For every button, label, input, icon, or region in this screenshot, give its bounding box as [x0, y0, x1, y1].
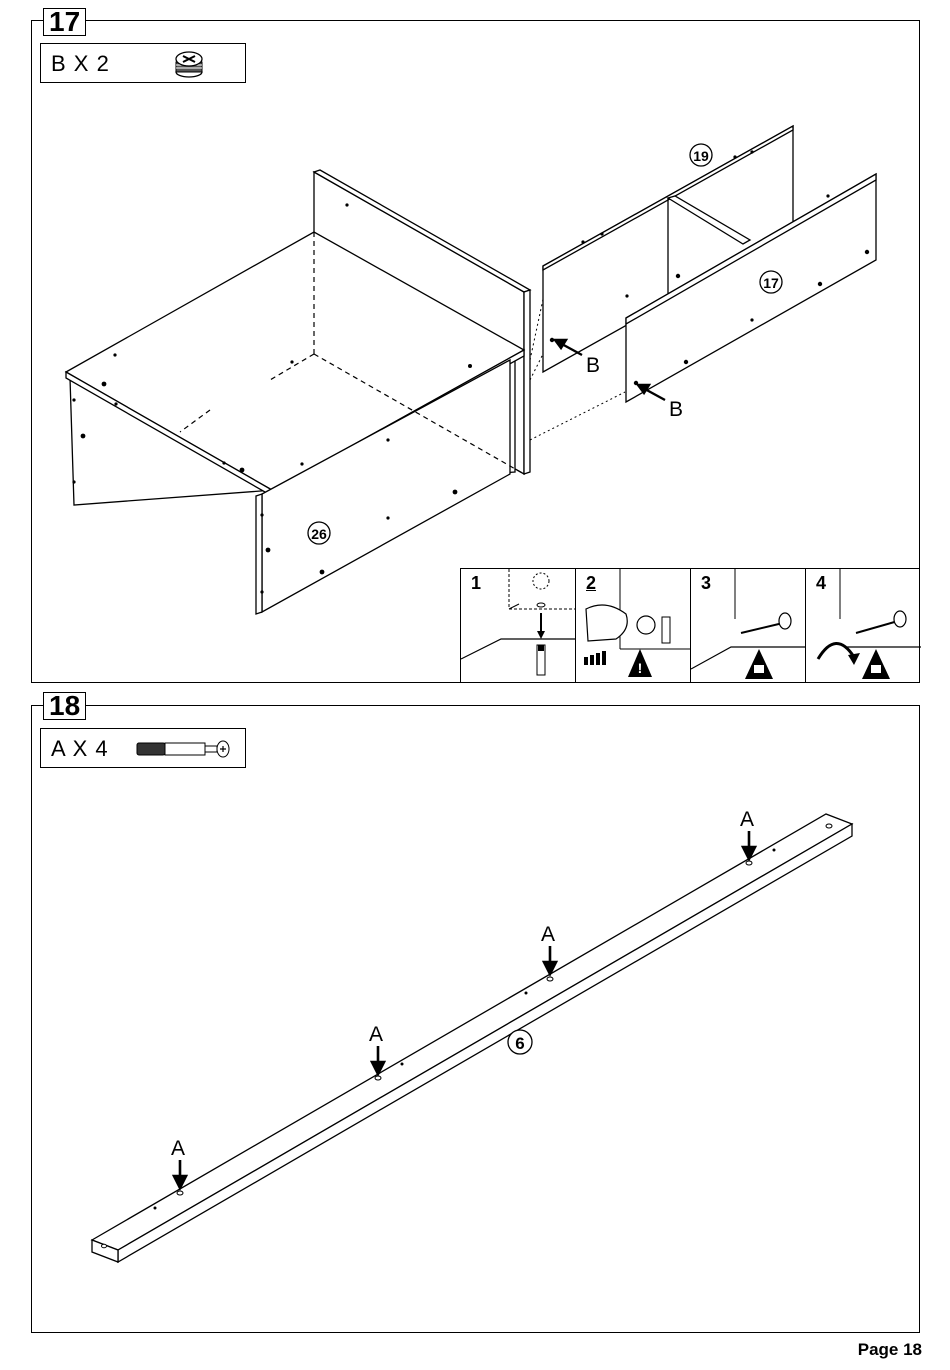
rail-6-front	[118, 824, 852, 1262]
callout-6: 6	[515, 1034, 524, 1053]
hardware-marker-a-4: A	[740, 808, 754, 831]
page-number: Page 18	[858, 1340, 922, 1360]
hardware-marker-a-2: A	[369, 1023, 383, 1046]
rail-6-top	[92, 814, 852, 1250]
hardware-marker-a-3: A	[541, 923, 555, 946]
hardware-marker-a-1: A	[171, 1137, 185, 1160]
